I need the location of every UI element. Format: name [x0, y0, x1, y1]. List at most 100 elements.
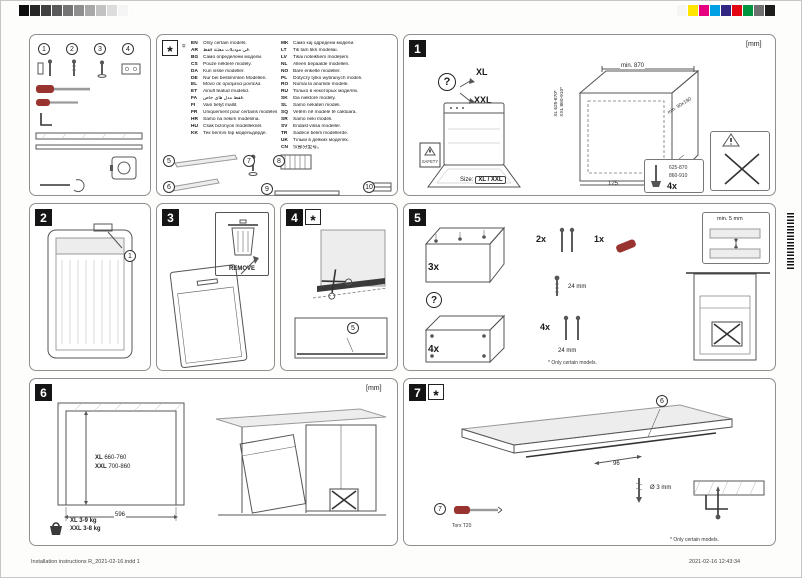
screwdriver-icon [616, 239, 636, 253]
part-reference-5: 5 [347, 322, 359, 334]
language-text: Iba niektoré modely. [293, 96, 336, 102]
remove-instruction-box: REMOVE [215, 212, 269, 276]
language-text: Тільки в деяких моделях. [293, 137, 350, 143]
base-dimension: 125 [608, 181, 619, 187]
panel-step-2: 2 1 [29, 203, 151, 371]
part-number-9: 9 [261, 183, 273, 195]
kitchen-installation-drawing [215, 408, 387, 516]
language-text: Alleen bepaalde modellen. [293, 61, 350, 67]
footer-file-name: Installation instructions R_2021-02-16.i… [31, 559, 140, 565]
dishwasher-top-front-drawing-2 [424, 314, 506, 364]
language-text: Vain tietyt mallit. [203, 103, 238, 109]
calibration-swatch [754, 5, 765, 16]
language-text: Tik tam tikri modeliai. [293, 47, 338, 53]
warning-cross-icon [722, 133, 760, 185]
language-entry: FR Uniquement pour certains modèles. [191, 110, 277, 117]
language-text: 仅部分型号。 [293, 144, 322, 150]
niche-front-drawing [57, 402, 185, 521]
part-number-10: 10 [363, 181, 375, 193]
calibration-swatch [96, 5, 107, 16]
language-code: BG [191, 54, 199, 60]
language-code: SR [281, 116, 288, 122]
quantity-4x-screws: 4x [540, 322, 551, 332]
size-option-xl: XL [476, 67, 488, 77]
language-code: AR [191, 47, 198, 53]
language-text: Tikai noteiktiem modeļiem. [293, 54, 350, 60]
calibration-swatch [30, 5, 41, 16]
panel-step-4: 4 * 5 [280, 203, 398, 371]
language-entry: LT Tik tam tikri modeliai. [281, 48, 395, 55]
step-number-badge: 3 [162, 209, 179, 226]
calibration-swatch [118, 5, 129, 16]
language-text: Само кај одредени модели. [293, 41, 355, 46]
language-code: EN [191, 41, 198, 46]
calibration-swatch [74, 5, 85, 16]
language-code: FR [191, 110, 198, 116]
only-certain-models-note: * Only certain models. [670, 537, 719, 543]
language-text: في موديلات معيّنة فقط. [203, 47, 251, 53]
screws-icon-2 [563, 315, 581, 340]
language-text: Only certain models. [203, 41, 247, 46]
part-number-6: 6 [163, 181, 175, 193]
panel-step-5: 5 3x ? 4x 2x 1x 24 m [403, 203, 776, 371]
calibration-swatch [19, 5, 30, 16]
screw-length-icon [554, 275, 560, 296]
calibration-swatch [765, 5, 776, 16]
calibration-swatch [677, 5, 688, 16]
language-code: SQ [281, 110, 288, 116]
language-code: FA [191, 96, 198, 102]
safety-label: SAFETY [422, 159, 438, 164]
step-number-badge: 5 [409, 209, 426, 226]
language-text: فقط مدل های خاص. [203, 96, 245, 102]
part-number-8: 8 [273, 155, 285, 167]
torx-screwdriver-icon [454, 506, 503, 514]
calibration-swatch [85, 5, 96, 16]
language-code: LT [281, 47, 287, 53]
language-code: SK [281, 96, 288, 102]
screw-length-label-2: 24 mm [558, 348, 577, 354]
calibration-swatch [743, 5, 754, 16]
asterisk-badge: * [428, 384, 444, 402]
gap-drawing [709, 228, 761, 259]
language-code: PL [281, 75, 288, 81]
language-code: SV [281, 123, 288, 129]
trash-bin-icon [228, 219, 258, 256]
language-code: DA [191, 68, 198, 74]
color-calibration-bar [677, 5, 776, 16]
language-list-column-1: EN Only certain models. AR في موديلات معيّن… [191, 41, 277, 138]
torx-size-label: Torx T20 [452, 523, 472, 529]
strip-position-dimension: 96 [612, 461, 621, 467]
language-code: KK [191, 130, 198, 136]
language-entry: FA فقط مدل های خاص. [191, 96, 277, 103]
size-rating-label: Size: XL / XXL [460, 176, 506, 184]
language-text: Μόνο σε ορισμένα μοντέλα. [203, 82, 262, 88]
niche-height-xl: XL 660-760 [94, 455, 128, 461]
language-code: MK [281, 41, 289, 46]
drill-diameter-label: Ø 3 mm [650, 485, 672, 491]
part-reference-1: 1 [124, 250, 136, 262]
step-number-badge: 2 [35, 209, 52, 226]
language-text: Sadece belirli modellerde. [293, 130, 349, 136]
language-text: Ainult teatud mudelid. [203, 89, 250, 95]
step-number-badge: 6 [35, 384, 52, 401]
calibration-swatch [52, 5, 63, 16]
calibration-swatch [721, 5, 732, 16]
language-text: Uniquement pour certains modèles. [203, 110, 277, 116]
language-list-column-2: MK Само кај одредени модели. LT Tik tam tik… [281, 41, 395, 152]
language-code: HU [191, 123, 198, 129]
step-number-badge: 7 [409, 384, 426, 401]
size-label: Size: [460, 177, 474, 183]
niche-dimension-drawing [578, 66, 700, 186]
quantity-4x: 4x [428, 344, 440, 355]
language-entry: MK Само кај одредени модели. [281, 41, 395, 48]
niche-height-xxl: XXL 860-910* [560, 87, 565, 117]
asterisk-badge: * [305, 209, 321, 227]
